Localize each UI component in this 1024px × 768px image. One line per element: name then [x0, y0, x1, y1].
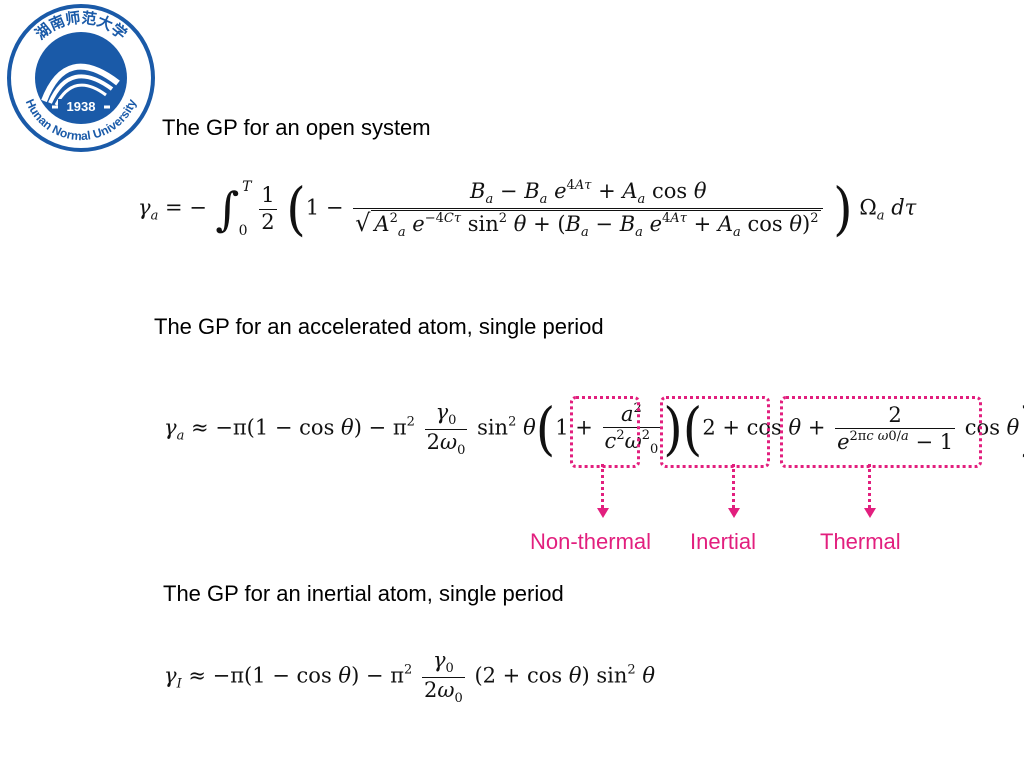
label-thermal: Thermal: [820, 529, 901, 554]
label-non-thermal: Non-thermal: [530, 529, 652, 554]
thermal-arrow-line: [868, 464, 871, 508]
inertial-box: [660, 396, 770, 468]
label-inertial: Inertial: [690, 529, 757, 554]
heading-open-system: The GP for an open system: [162, 115, 431, 140]
inertial-arrow-head: [728, 508, 740, 518]
thermal-box: [780, 396, 982, 468]
non-thermal-box: [570, 396, 640, 468]
inertial-arrow-line: [732, 464, 735, 508]
university-logo: 1938 湖南师范大学 Hunan Normal University: [6, 3, 156, 153]
heading-accelerated: The GP for an accelerated atom, single p…: [154, 314, 604, 339]
logo-year: 1938: [67, 99, 96, 114]
non-thermal-arrow-head: [597, 508, 609, 518]
non-thermal-arrow-line: [601, 464, 604, 508]
thermal-arrow-head: [864, 508, 876, 518]
heading-inertial: The GP for an inertial atom, single peri…: [163, 581, 564, 606]
logo-seal-icon: 1938 湖南师范大学 Hunan Normal University: [7, 4, 155, 152]
